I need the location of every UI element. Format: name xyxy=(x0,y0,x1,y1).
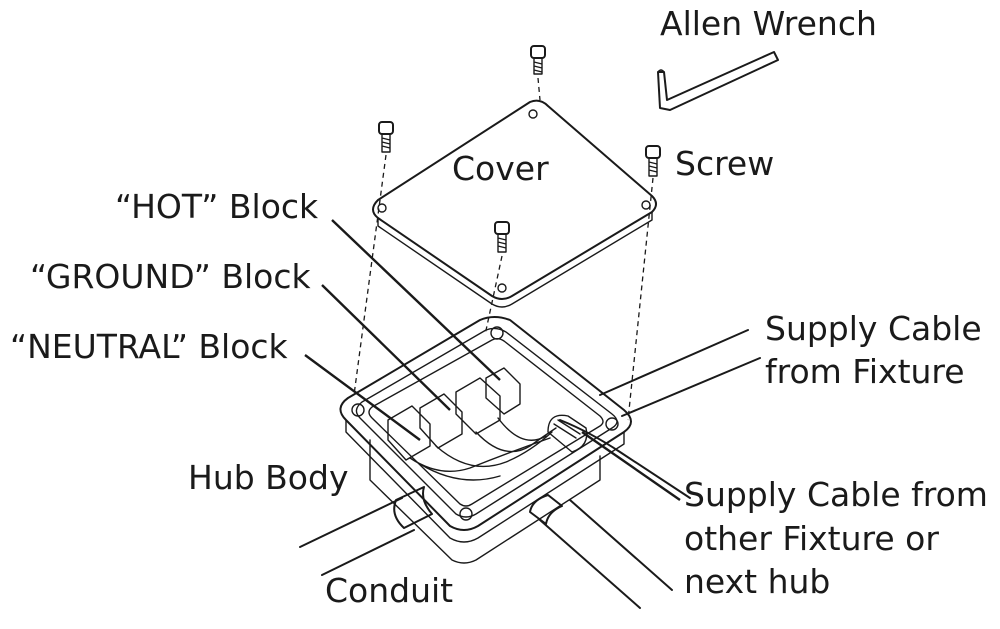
supply-cable-fixture xyxy=(599,329,761,417)
supply-cable-other-label-line3: next hub xyxy=(684,562,830,601)
cover-plate xyxy=(372,99,657,308)
screw-icon-right xyxy=(645,145,661,177)
screw-icon-left xyxy=(378,121,394,153)
alignment-lines xyxy=(353,77,654,421)
ground-block-label: “GROUND” Block xyxy=(30,257,311,296)
supply-cable-fixture-label-line2: from Fixture xyxy=(765,352,965,391)
allen-wrench-label: Allen Wrench xyxy=(660,4,877,43)
neutral-block xyxy=(387,405,431,461)
hub-body-label: Hub Body xyxy=(188,458,348,497)
supply-cable-other-label-line2: other Fixture or xyxy=(684,519,939,558)
screw-icon-front xyxy=(494,221,510,253)
ground-block xyxy=(419,393,463,449)
neutral-block-label: “NEUTRAL” Block xyxy=(10,327,289,366)
cover-label: Cover xyxy=(452,149,549,188)
conduit-label: Conduit xyxy=(325,571,453,610)
hot-block-label: “HOT” Block xyxy=(115,187,319,226)
screw-label: Screw xyxy=(675,144,774,183)
hub-body xyxy=(339,316,632,564)
screw-icon-top xyxy=(530,45,546,75)
allen-wrench-icon xyxy=(657,51,779,111)
conduit-left xyxy=(299,486,433,576)
supply-cable-fixture-label-line1: Supply Cable xyxy=(765,309,982,348)
conduit-right xyxy=(529,494,673,609)
leader-lines xyxy=(304,219,681,501)
supply-cable-other-label-line1: Supply Cable from xyxy=(684,475,988,514)
